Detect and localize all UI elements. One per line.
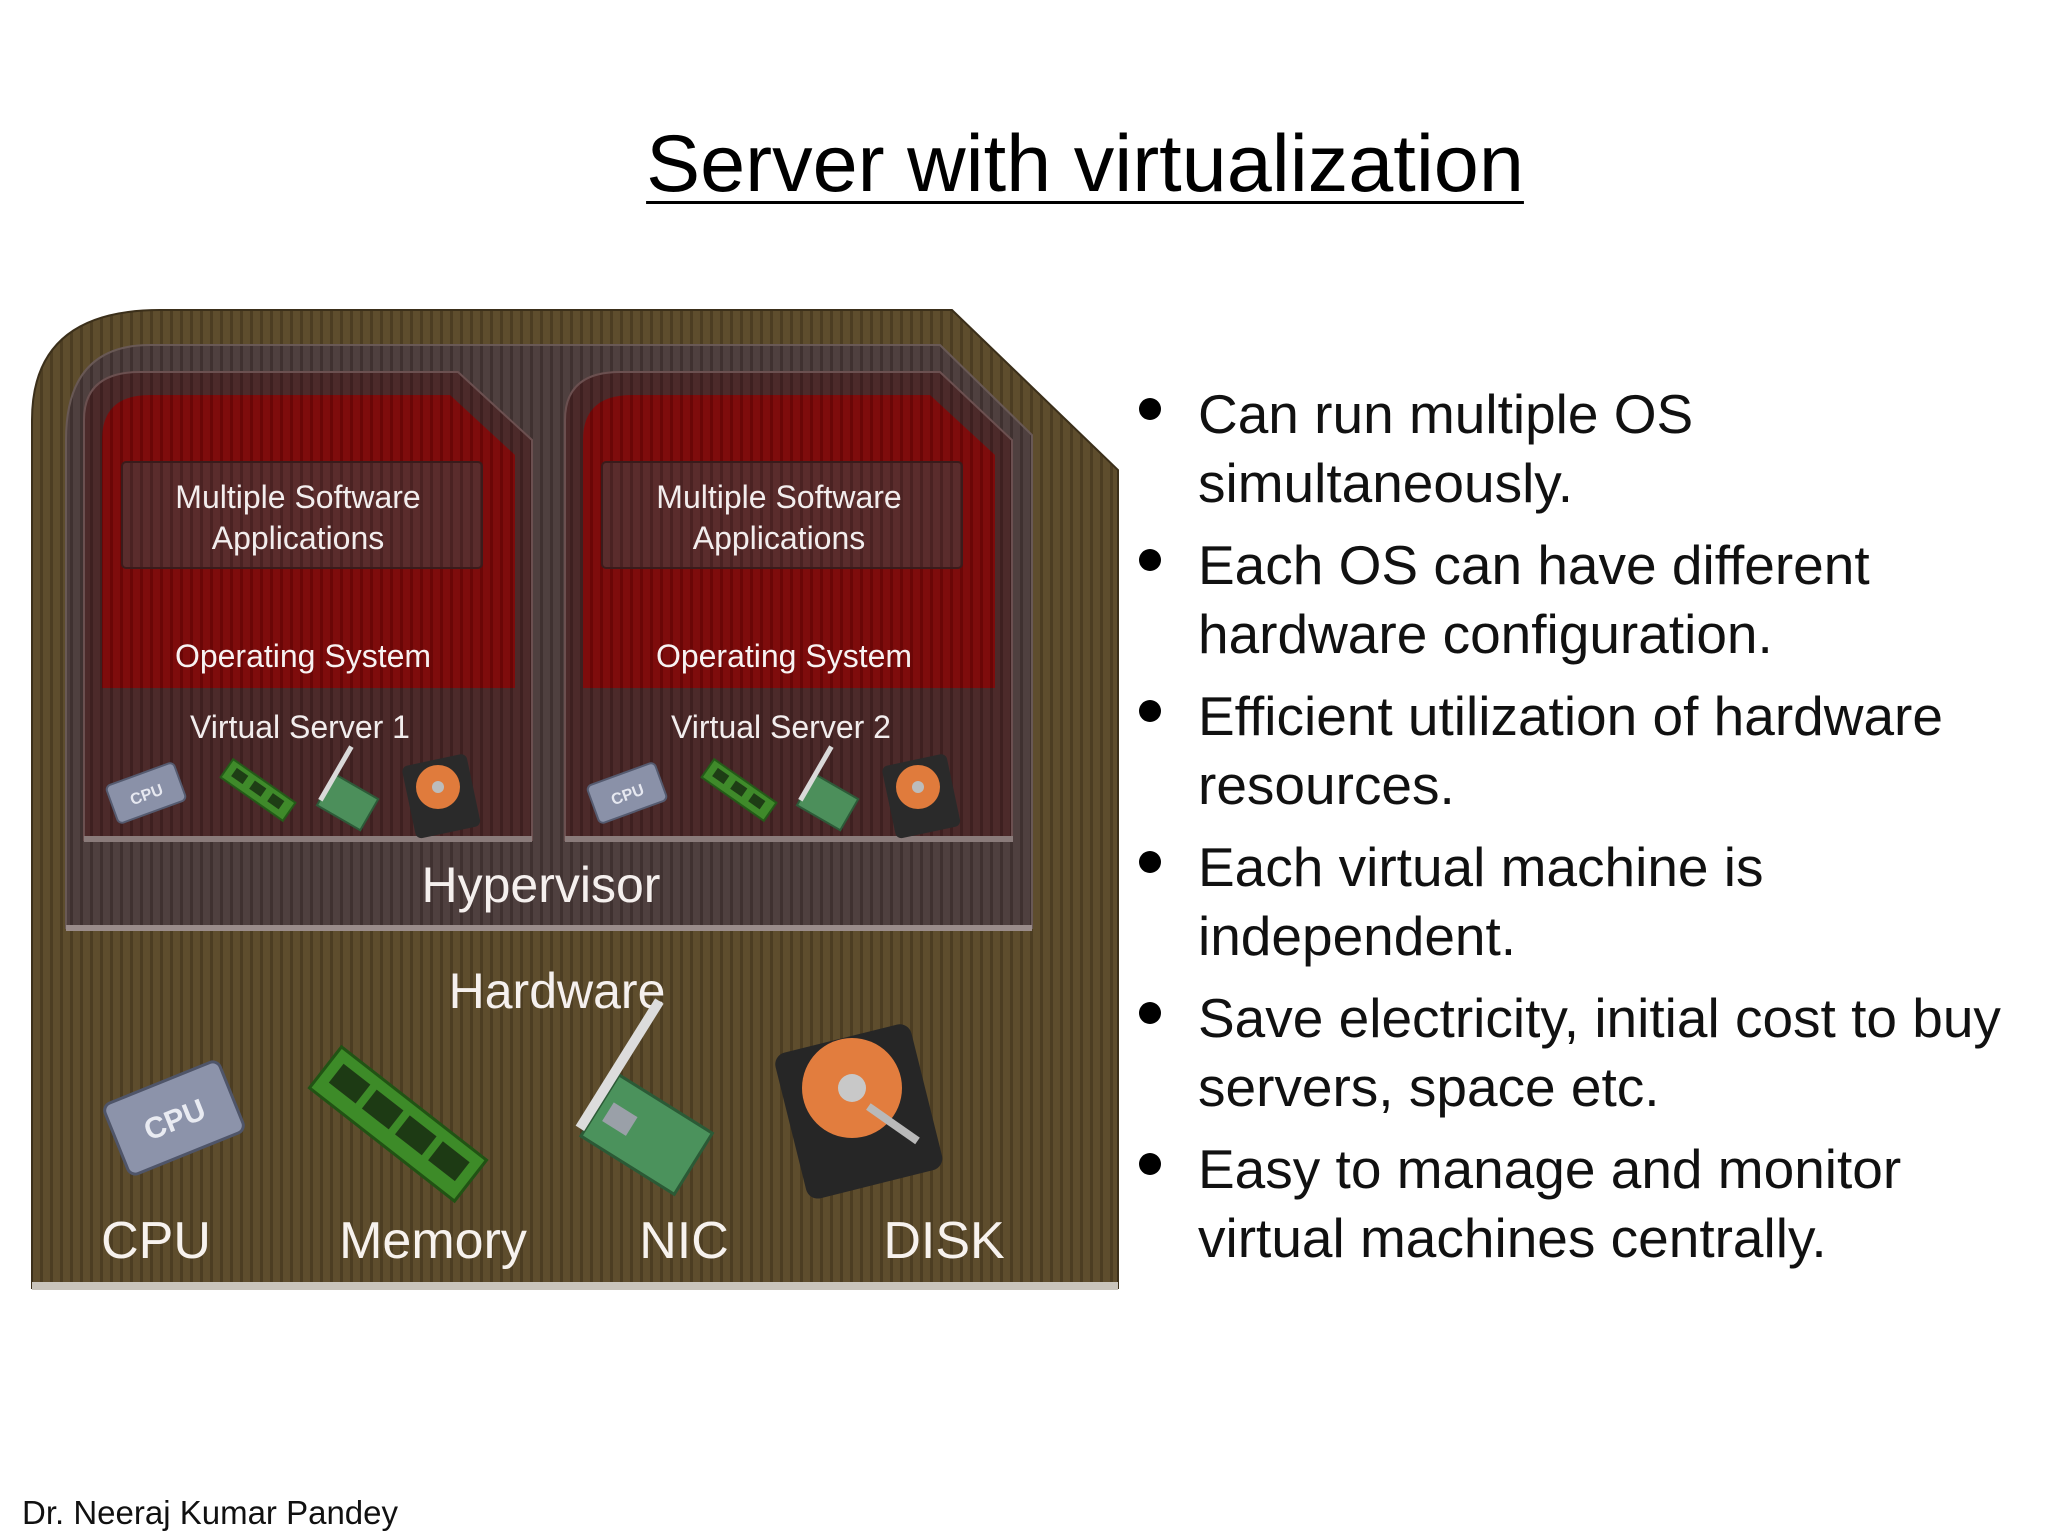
vs2-label: Virtual Server 2 — [671, 709, 891, 745]
bullet-dot — [1139, 1002, 1161, 1024]
nic-icon — [575, 998, 715, 1197]
virtual-server-2 — [564, 371, 1013, 842]
author-footer: Dr. Neeraj Kumar Pandey — [22, 1494, 399, 1531]
vs2-cpu-icon: CPU — [586, 762, 668, 824]
vs1-label: Virtual Server 1 — [190, 709, 410, 745]
vs1-nic-icon — [315, 745, 380, 832]
vs2-apps-line2: Applications — [693, 520, 866, 556]
bullet-dot — [1139, 1153, 1161, 1175]
virtualization-diagram: Multiple Software Applications Operating… — [31, 309, 1119, 1290]
virtual-server-1 — [83, 371, 533, 842]
bullet-dot — [1139, 398, 1161, 420]
memory-icon — [307, 1044, 489, 1204]
vs2-apps-line1: Multiple Software — [656, 479, 901, 515]
vs2-memory-icon — [700, 757, 778, 823]
hypervisor-label: Hypervisor — [422, 857, 661, 913]
bullet-dot — [1139, 851, 1161, 873]
vs1-apps-line2: Applications — [212, 520, 385, 556]
bullet-dot — [1139, 700, 1161, 722]
disk-label: DISK — [883, 1212, 1005, 1270]
vs1-os-label: Operating System — [175, 638, 431, 674]
vs1-apps-line1: Multiple Software — [175, 479, 420, 515]
vs2-nic-icon — [795, 745, 860, 832]
vs1-memory-icon — [219, 757, 297, 823]
nic-label: NIC — [639, 1212, 729, 1270]
cpu-label: CPU — [101, 1212, 211, 1270]
hardware-label: Hardware — [449, 963, 666, 1019]
bullet-dot — [1139, 549, 1161, 571]
memory-label: Memory — [339, 1212, 527, 1270]
vs1-disk-icon — [402, 754, 481, 839]
disk-icon — [775, 1024, 943, 1199]
slide-title: Server with virtualization — [646, 119, 1524, 209]
cpu-icon: CPU — [103, 1060, 245, 1176]
vs2-disk-icon — [882, 754, 961, 839]
vs1-cpu-icon: CPU — [105, 762, 187, 824]
vs2-os-label: Operating System — [656, 638, 912, 674]
